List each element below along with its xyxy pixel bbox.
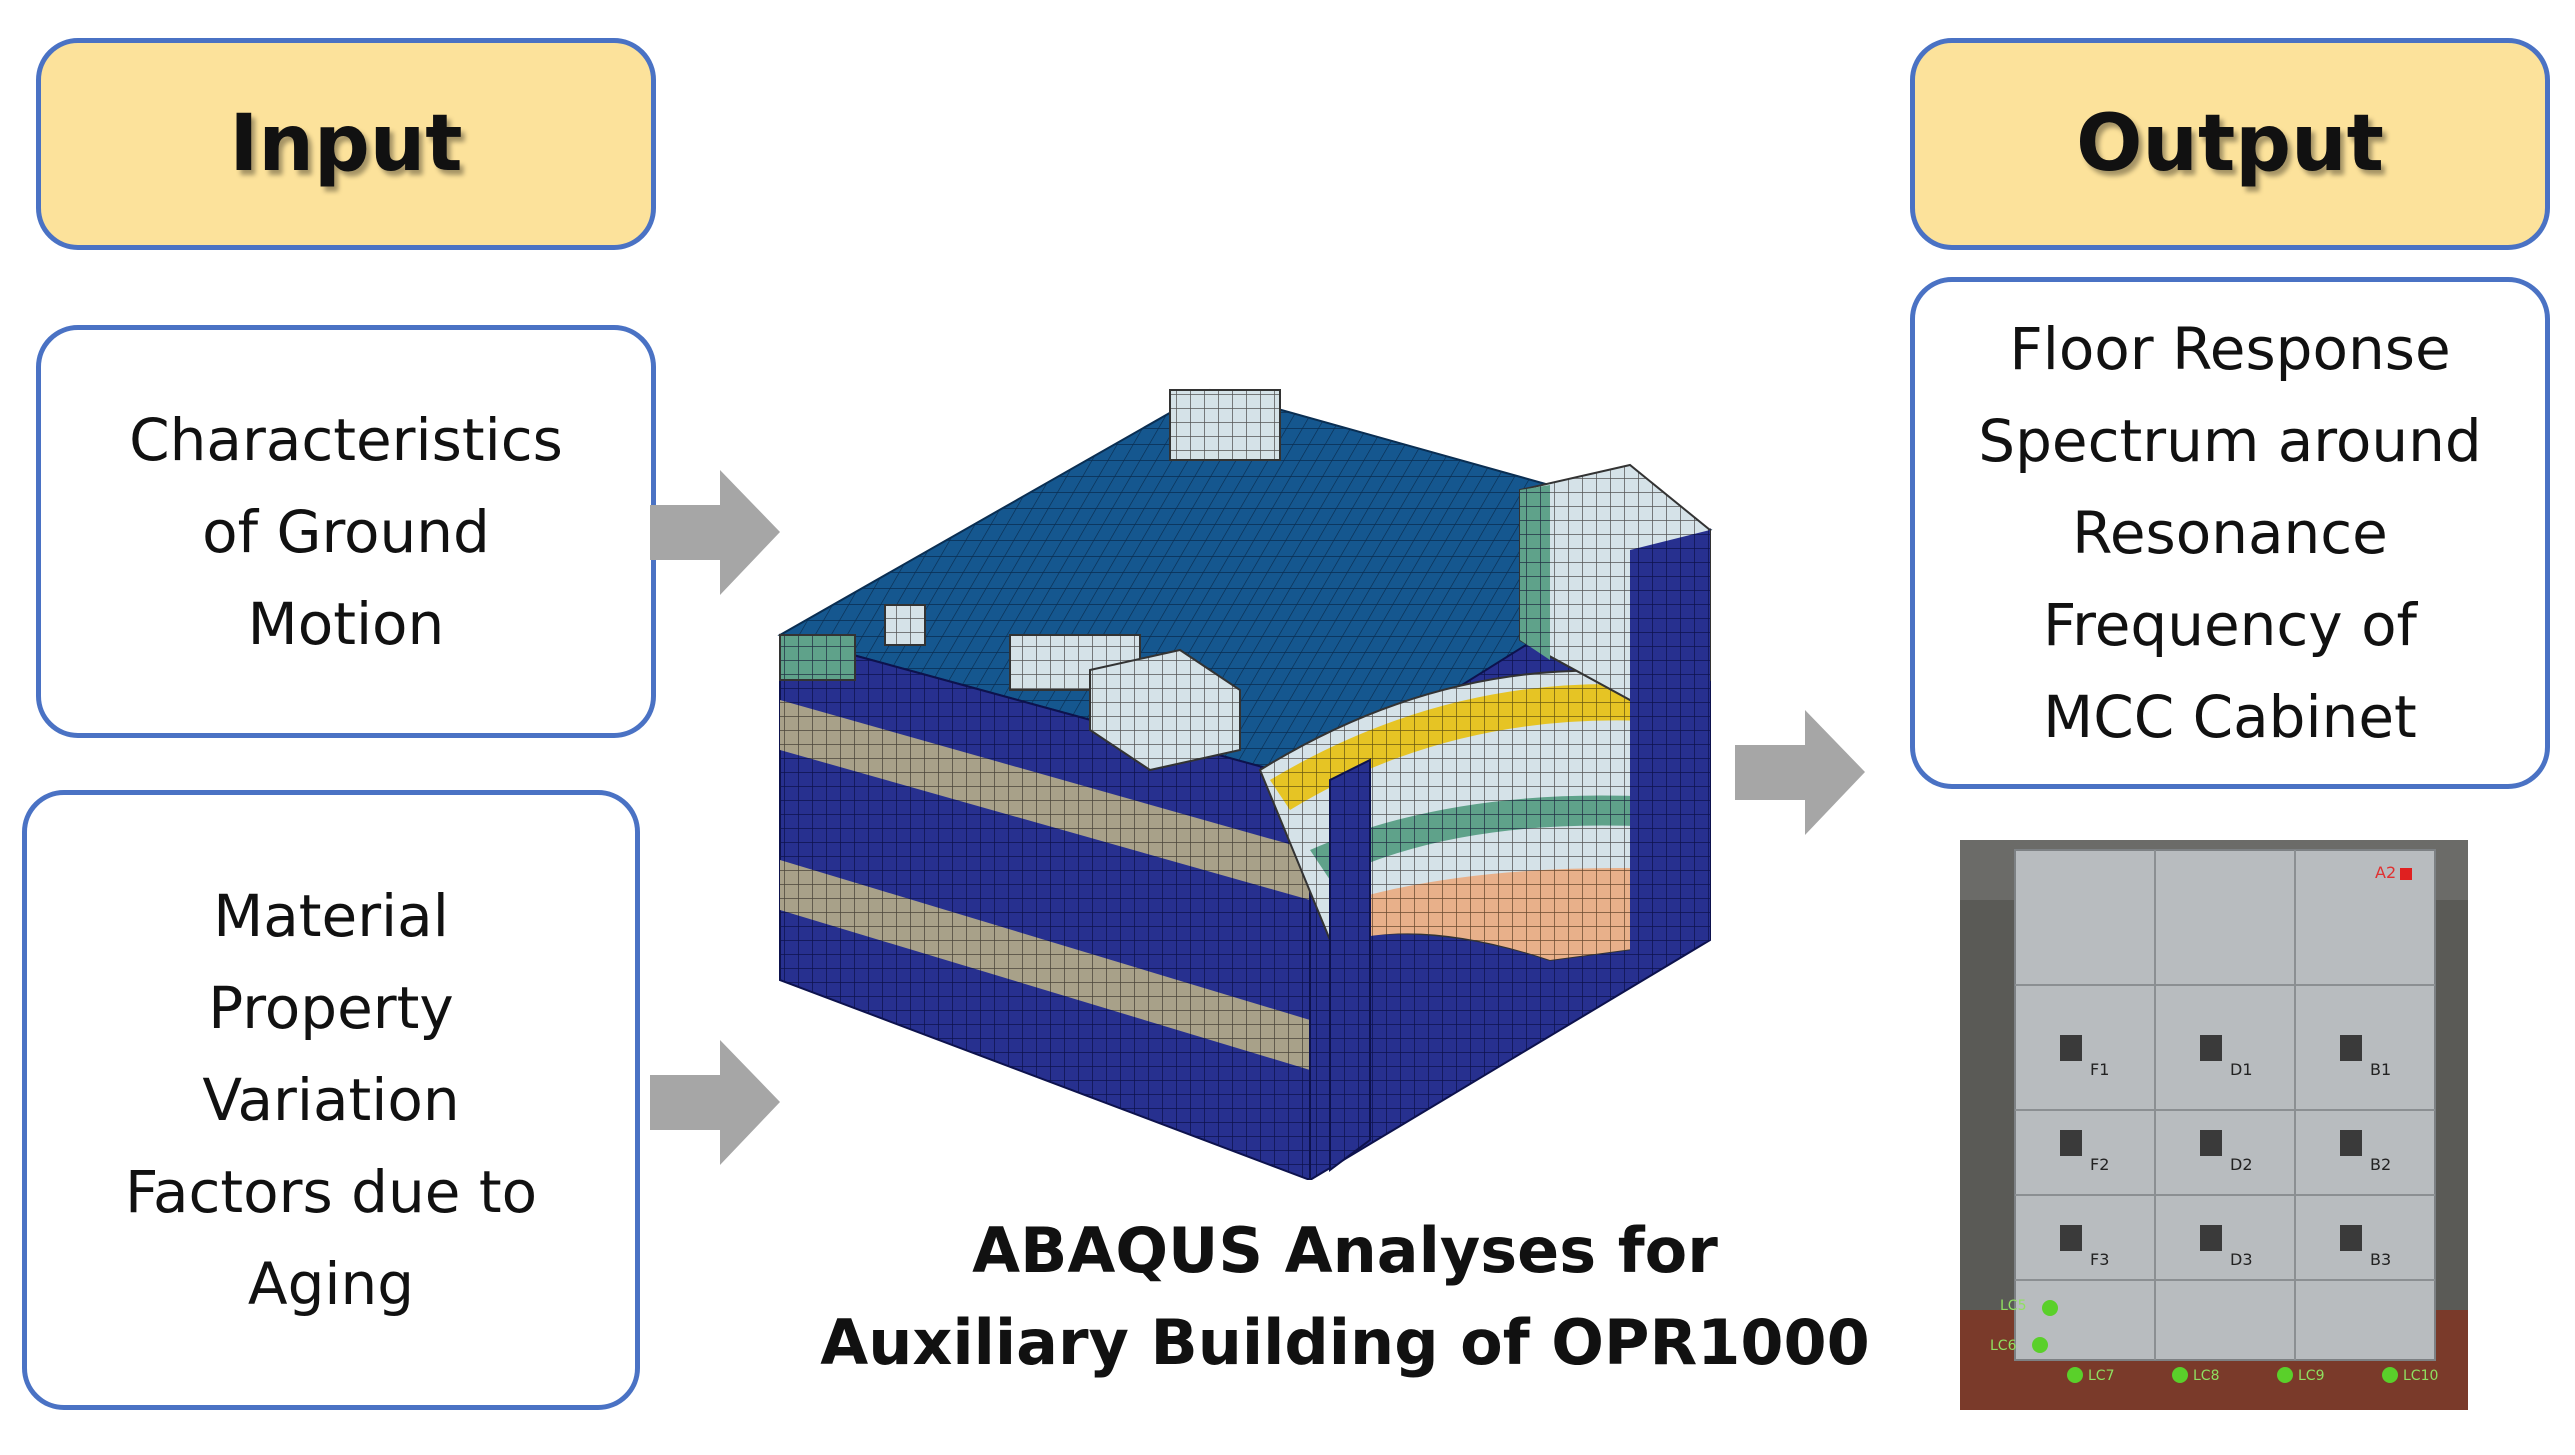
input-ground-motion-box: Characteristics of Ground Motion (36, 325, 656, 738)
cabinet-label: LC10 (2403, 1368, 2438, 1384)
center-caption: ABAQUS Analyses for Auxiliary Building o… (820, 1205, 1870, 1389)
input-material-line: Variation (202, 1066, 460, 1134)
arrow-right-icon (650, 1040, 780, 1165)
input-header-box: Input (36, 38, 656, 250)
cabinet-label: LC8 (2193, 1368, 2219, 1384)
cabinet-label: A2 (2375, 863, 2396, 882)
cabinet-label: F1 (2090, 1060, 2109, 1079)
input-material-aging-box: Material Property Variation Factors due … (22, 790, 640, 1410)
cabinet-label: D2 (2230, 1155, 2253, 1174)
input-material-line: Material (213, 882, 449, 950)
cabinet-label: LC5 (2000, 1298, 2026, 1314)
cabinet-label: LC9 (2298, 1368, 2324, 1384)
input-material-line: Factors due to (124, 1158, 538, 1226)
output-line: Frequency of (2043, 591, 2417, 659)
input-material-line: Aging (247, 1250, 415, 1318)
cabinet-label: F3 (2090, 1250, 2109, 1269)
cabinet-label: F2 (2090, 1155, 2109, 1174)
input-ground-motion-line: Motion (247, 589, 445, 658)
caption-line: Auxiliary Building of OPR1000 (820, 1306, 1870, 1379)
cabinet-label: D1 (2230, 1060, 2253, 1079)
input-ground-motion-line: of Ground (202, 497, 490, 566)
fe-model-image (777, 388, 1713, 1180)
output-header: Output (2076, 99, 2384, 189)
input-ground-motion-line: Characteristics (129, 405, 563, 474)
sensor-marker-icon (2400, 868, 2412, 880)
output-line: Spectrum around (1978, 407, 2482, 475)
input-material-line: Property (208, 974, 454, 1042)
output-frs-box: Floor Response Spectrum around Resonance… (1910, 277, 2550, 789)
output-line: Floor Response (2009, 315, 2451, 383)
output-header-box: Output (1910, 38, 2550, 250)
caption-line: ABAQUS Analyses for (972, 1214, 1718, 1287)
cabinet-label: LC6 (1990, 1338, 2017, 1354)
cabinet-label: B2 (2370, 1155, 2391, 1174)
arrow-right-icon (650, 470, 780, 595)
output-line: Resonance (2072, 499, 2388, 567)
arrow-right-icon (1735, 710, 1865, 835)
cabinet-label: B3 (2370, 1250, 2391, 1269)
cabinet-label: B1 (2370, 1060, 2391, 1079)
output-line: MCC Cabinet (2043, 683, 2417, 751)
cabinet-label: LC7 (2088, 1368, 2114, 1384)
mcc-cabinet-photo: A2 F1 D1 B1 F2 D2 B2 F3 D3 B3 LC5 LC6 LC… (1960, 840, 2468, 1410)
input-header: Input (229, 99, 463, 189)
cabinet-label: D3 (2230, 1250, 2253, 1269)
